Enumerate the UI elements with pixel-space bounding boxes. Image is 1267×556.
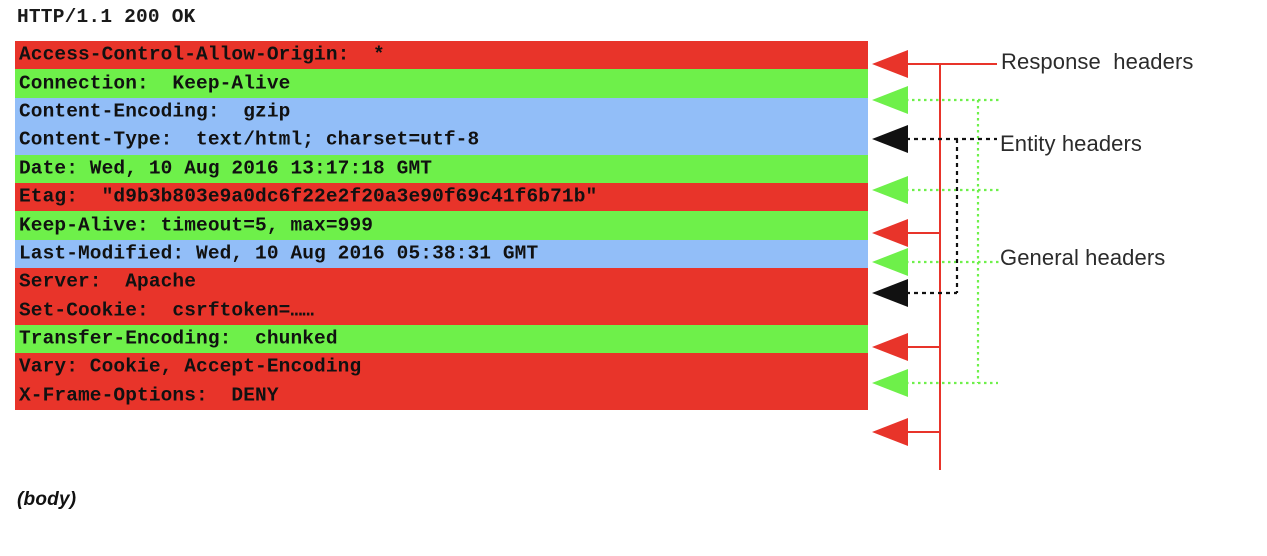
header-row-text: Keep-Alive: timeout=5, max=999 (19, 214, 374, 237)
header-row-text: Set-Cookie: csrftoken=…… (19, 299, 315, 322)
black-arrowhead-1 (872, 125, 908, 153)
header-row-text: Connection: Keep-Alive (19, 72, 291, 95)
header-row: Keep-Alive: timeout=5, max=999 (15, 211, 868, 240)
header-row: Content-Encoding: gzip (15, 97, 868, 127)
header-row-text: Last-Modified: Wed, 10 Aug 2016 05:38:31… (19, 242, 539, 265)
header-row-text: Content-Type: text/html; charset=utf-8 (19, 128, 480, 151)
header-row: Transfer-Encoding: chunked (15, 324, 868, 354)
green-arrowhead-4 (872, 369, 908, 397)
header-row-text: X-Frame-Options: DENY (19, 384, 279, 407)
header-row-text: Server: Apache (19, 270, 197, 293)
red-arrowhead-4 (872, 418, 908, 446)
response-body-placeholder: (body) (17, 489, 77, 510)
header-row: Date: Wed, 10 Aug 2016 13:17:18 GMT (15, 154, 868, 183)
header-row: Last-Modified: Wed, 10 Aug 2016 05:38:31… (15, 239, 868, 269)
green-arrowhead-2 (872, 176, 908, 204)
header-row: Vary: Cookie, Accept-Encoding (15, 353, 868, 382)
general-headers-connector (872, 86, 1000, 397)
black-arrowhead-2 (872, 279, 908, 307)
header-row: Connection: Keep-Alive (15, 69, 868, 98)
header-row-text: Etag: "d9b3b803e9a0dc6f22e2f20a3e90f69c4… (19, 185, 598, 208)
green-arrowhead-1 (872, 86, 908, 114)
red-arrowhead-2 (872, 219, 908, 247)
header-row-text: Date: Wed, 10 Aug 2016 13:17:18 GMT (19, 157, 433, 180)
annotation-label-response-headers: Response headers (1001, 49, 1194, 74)
header-row-text: Transfer-Encoding: chunked (19, 327, 338, 350)
header-row: Etag: "d9b3b803e9a0dc6f22e2f20a3e90f69c4… (15, 182, 868, 212)
header-row-text: Access-Control-Allow-Origin: * (19, 43, 385, 66)
http-status-line: HTTP/1.1 200 OK (17, 6, 196, 28)
header-row: Server: Apache (15, 268, 868, 297)
header-row-text: Vary: Cookie, Accept-Encoding (19, 355, 362, 378)
red-arrowhead-1 (872, 50, 908, 78)
header-row: Set-Cookie: csrftoken=…… (15, 296, 868, 325)
red-arrowhead-3 (872, 333, 908, 361)
header-row: Content-Type: text/html; charset=utf-8 (15, 126, 868, 155)
response-headers-connector (872, 50, 997, 470)
green-arrowhead-3 (872, 248, 908, 276)
response-headers-block: Access-Control-Allow-Origin: * Connection… (15, 41, 868, 411)
annotation-label-entity-headers: Entity headers (1000, 131, 1143, 156)
header-row: X-Frame-Options: DENY (15, 381, 868, 411)
header-row: Access-Control-Allow-Origin: * (15, 41, 868, 70)
header-row-text: Content-Encoding: gzip (19, 100, 291, 123)
entity-headers-connector (872, 125, 997, 307)
annotation-label-general-headers: General headers (1000, 245, 1166, 270)
